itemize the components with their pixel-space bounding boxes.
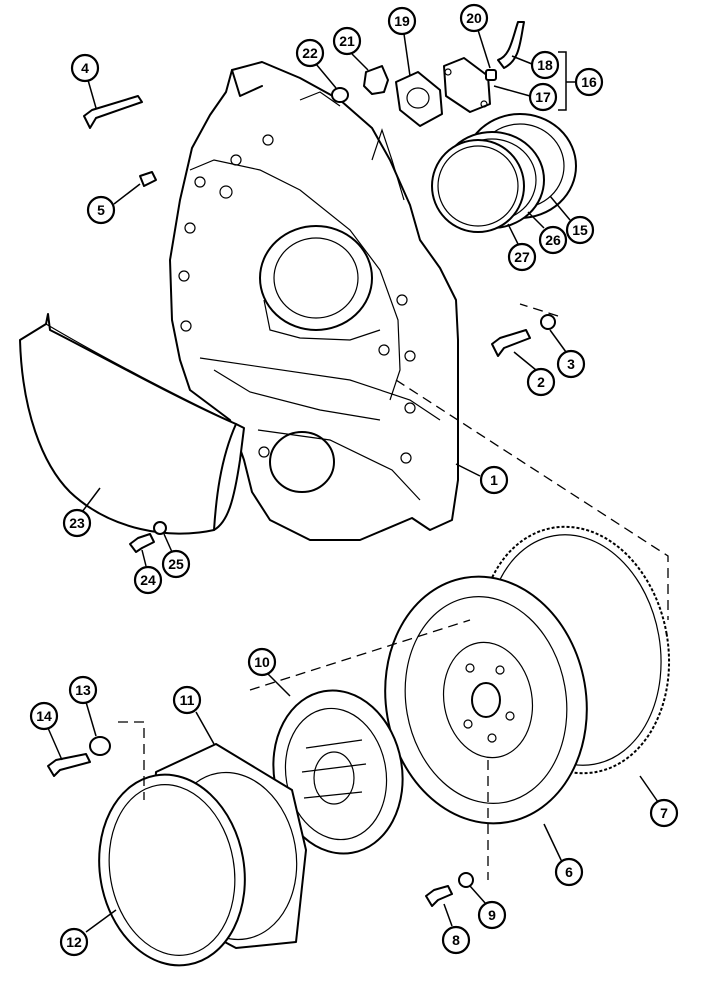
callout-label: 23 — [69, 515, 85, 531]
callout-label: 20 — [466, 10, 482, 26]
callout-17: 17 — [493, 82, 558, 112]
callout-label: 25 — [168, 556, 184, 572]
fasteners-upper — [83, 95, 556, 553]
callout-label: 18 — [537, 57, 553, 73]
housing-bolt-holes — [178, 134, 416, 464]
callout-10: 10 — [247, 647, 291, 697]
friction-ring — [98, 773, 246, 967]
fasteners-lower — [47, 736, 474, 907]
callout-13: 13 — [68, 675, 98, 737]
callout-label: 22 — [302, 45, 318, 61]
callout-label: 14 — [36, 708, 52, 724]
callout-21: 21 — [332, 26, 369, 71]
callout-label: 8 — [452, 932, 460, 948]
callouts: 4 5 22 21 19 20 18 — [29, 3, 679, 957]
callout-label: 24 — [140, 572, 156, 588]
alignment-lines — [118, 303, 669, 880]
callout-22: 22 — [295, 38, 337, 89]
callout-7: 7 — [639, 775, 679, 828]
callout-18: 18 — [511, 50, 560, 80]
rear-seal-rings — [431, 113, 577, 233]
callout-label: 15 — [572, 222, 588, 238]
callout-15: 15 — [549, 195, 595, 245]
housing-cover — [19, 313, 245, 535]
callout-6: 6 — [543, 823, 584, 887]
callout-label: 12 — [66, 934, 82, 950]
callout-3: 3 — [549, 329, 586, 379]
flywheel-housing — [169, 61, 459, 541]
callout-label: 19 — [394, 13, 410, 29]
callout-label: 2 — [537, 374, 545, 390]
callout-16: 16 — [558, 51, 604, 111]
callout-11: 11 — [172, 685, 215, 745]
callout-24: 24 — [133, 549, 163, 595]
callout-5: 5 — [86, 183, 141, 225]
callout-label: 26 — [545, 232, 561, 248]
callout-8: 8 — [441, 903, 471, 955]
callout-25: 25 — [161, 533, 191, 579]
callout-label: 4 — [81, 60, 89, 76]
callout-1: 1 — [455, 463, 509, 495]
callout-label: 7 — [660, 805, 668, 821]
callout-12: 12 — [59, 909, 117, 957]
callout-2: 2 — [513, 351, 556, 397]
callout-label: 11 — [180, 692, 195, 708]
callout-label: 6 — [565, 864, 573, 880]
callout-label: 9 — [488, 907, 496, 923]
callout-23: 23 — [62, 487, 101, 538]
callout-9: 9 — [469, 885, 507, 930]
callout-14: 14 — [29, 701, 63, 761]
callout-4: 4 — [70, 53, 100, 109]
callout-label: 17 — [535, 89, 551, 105]
callout-label: 5 — [97, 202, 105, 218]
callout-label: 21 — [339, 33, 355, 49]
flywheel — [384, 575, 588, 825]
callout-26: 26 — [527, 211, 568, 255]
callout-19: 19 — [387, 6, 417, 77]
callout-label: 10 — [254, 654, 270, 670]
callout-label: 1 — [490, 472, 498, 488]
cover-plate-parts — [331, 21, 525, 127]
callout-label: 27 — [514, 249, 530, 265]
callout-label: 13 — [75, 682, 91, 698]
callout-27: 27 — [507, 223, 537, 272]
callout-label: 16 — [581, 74, 597, 90]
callout-label: 3 — [567, 356, 575, 372]
callout-20: 20 — [459, 3, 491, 69]
